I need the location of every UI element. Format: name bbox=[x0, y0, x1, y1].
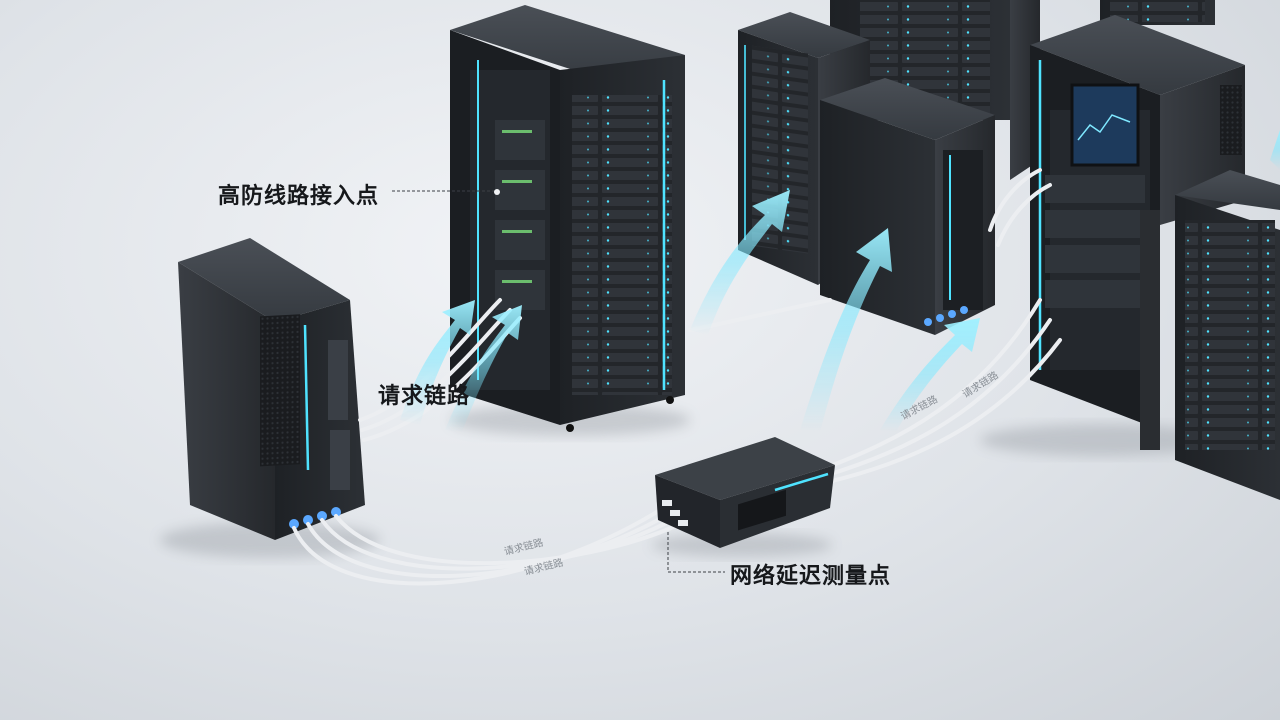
access-point-label: 高防线路接入点 bbox=[218, 184, 380, 209]
server-rack-icon bbox=[1140, 170, 1280, 500]
cable-mark-a: 请求链路 bbox=[503, 536, 545, 558]
server-rack-icon bbox=[820, 78, 995, 335]
callout-lines bbox=[392, 190, 725, 573]
latency-point-label: 网络延迟测量点 bbox=[730, 564, 892, 589]
monitor-screen bbox=[1070, 83, 1140, 167]
server-rack-icon bbox=[178, 238, 365, 540]
patch-panel bbox=[495, 120, 545, 310]
server-rack-icon bbox=[1030, 15, 1245, 430]
network-switch-icon bbox=[655, 437, 835, 548]
port-leds bbox=[289, 507, 341, 529]
access-point-marker bbox=[494, 189, 500, 195]
data-flow-arrow-icon bbox=[400, 130, 1280, 432]
request-link-label: 请求链路 bbox=[378, 384, 471, 409]
